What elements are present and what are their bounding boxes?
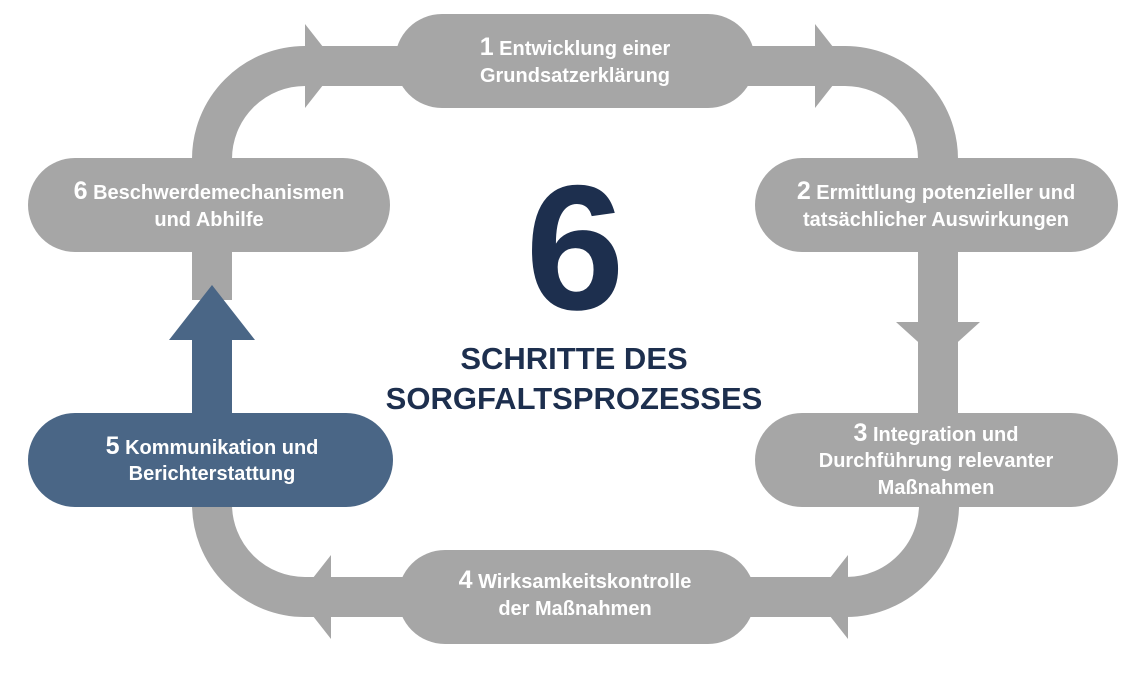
step-5-highlighted: 5 Kommunikation und Berichterstattung: [28, 413, 393, 507]
step-6: 6 Beschwerdemechanismen und Abhilfe: [28, 158, 390, 252]
arrow-left-icon: [815, 555, 848, 639]
cycle-connectors: [192, 46, 960, 618]
svg-text:5 Kommunikation und: 5 Kommunikation und: [106, 432, 319, 460]
connector-4-to-5: [192, 490, 420, 617]
svg-text:tatsächlicher Auswirkungen: tatsächlicher Auswirkungen: [803, 209, 1069, 231]
connector-3-to-4: [730, 487, 960, 618]
arrow-down-icon: [896, 322, 980, 360]
arrow-right-icon: [305, 24, 338, 108]
step-2: 2 Ermittlung potenzieller und tatsächlic…: [755, 158, 1118, 252]
step-4: 4 Wirksamkeitskontrolle der Maßnahmen: [398, 550, 755, 644]
svg-text:Maßnahmen: Maßnahmen: [878, 477, 995, 499]
svg-text:Grundsatzerklärung: Grundsatzerklärung: [480, 65, 670, 87]
svg-text:1 Entwicklung einer: 1 Entwicklung einer: [480, 33, 671, 61]
svg-text:und Abhilfe: und Abhilfe: [154, 209, 263, 231]
svg-text:2 Ermittlung potenzieller und: 2 Ermittlung potenzieller und: [797, 177, 1075, 205]
svg-text:Berichterstattung: Berichterstattung: [129, 463, 296, 485]
center-title-line2: SORGFALTSPROZESSES: [386, 381, 763, 416]
svg-text:der Maßnahmen: der Maßnahmen: [498, 598, 651, 620]
connector-6-to-1: [192, 46, 420, 260]
svg-text:3 Integration und: 3 Integration und: [853, 419, 1018, 447]
step-1: 1 Entwicklung einer Grundsatzerklärung: [395, 14, 755, 108]
arrow-left-icon: [298, 555, 331, 639]
arrow-right-icon: [815, 24, 848, 108]
svg-text:Durchführung relevanter: Durchführung relevanter: [819, 450, 1054, 472]
svg-text:6 Beschwerdemechanismen: 6 Beschwerdemechanismen: [74, 177, 345, 205]
step-3: 3 Integration und Durchführung relevante…: [755, 413, 1118, 507]
connector-1-to-2: [730, 46, 958, 200]
center-title-line1: SCHRITTE DES: [460, 341, 687, 376]
svg-text:4 Wirksamkeitskontrolle: 4 Wirksamkeitskontrolle: [459, 566, 692, 594]
center-number: 6: [526, 148, 625, 347]
arrow-up-icon: [169, 285, 255, 418]
